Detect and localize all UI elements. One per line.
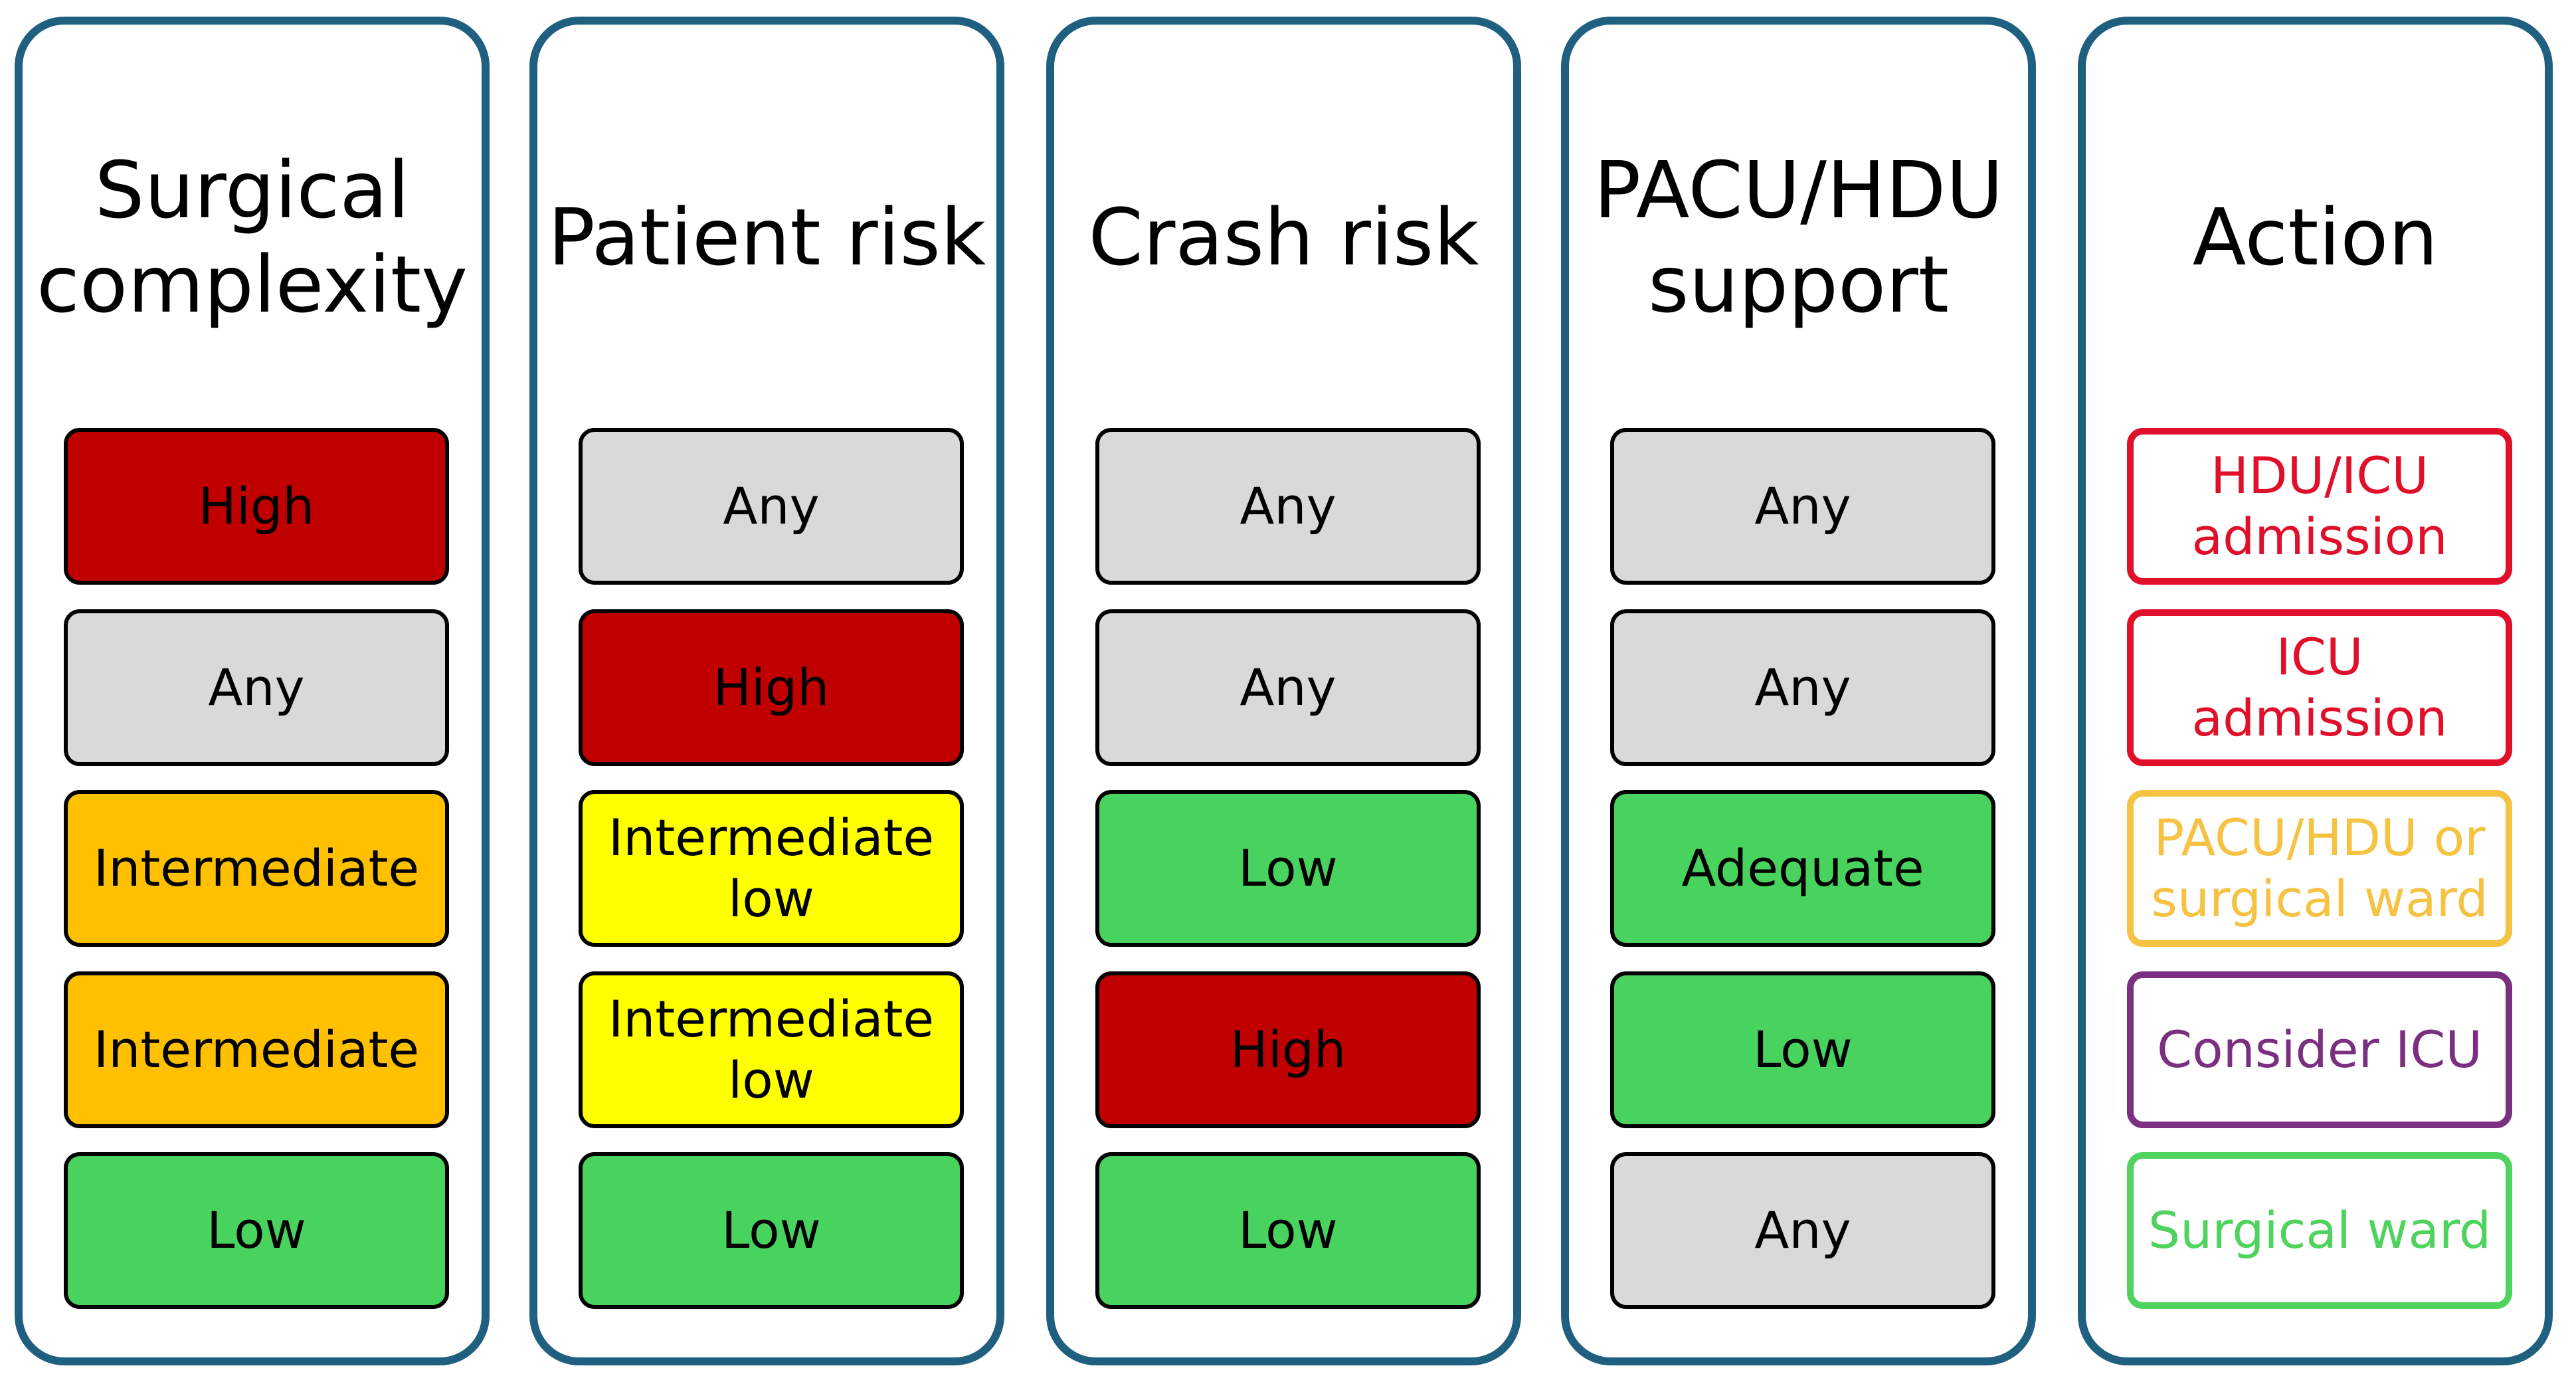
- cell: Any: [1610, 1152, 1995, 1309]
- column-title: Action: [2192, 191, 2438, 283]
- action-consider-icu: Consider ICU: [2127, 971, 2512, 1128]
- action-icu-admission: ICU admission: [2127, 609, 2512, 766]
- cell: Low: [579, 1152, 964, 1309]
- cell: Low: [64, 1152, 449, 1309]
- cell: Any: [1095, 609, 1481, 766]
- cell: Adequate: [1610, 790, 1995, 947]
- cell: Intermediate: [64, 790, 449, 947]
- action-surgical-ward: Surgical ward: [2127, 1152, 2512, 1309]
- column-pacu-hdu-support: PACU/HDU support Any Any Adequate Low An…: [1561, 17, 2036, 1365]
- cell: Any: [579, 428, 964, 585]
- action-pacu-hdu-or-surgical-ward: PACU/HDU or surgical ward: [2127, 790, 2512, 947]
- column-surgical-complexity: Surgical complexity High Any Intermediat…: [15, 17, 490, 1365]
- column-action: Action HDU/ICU admission ICU admission P…: [2078, 17, 2553, 1365]
- cell: High: [579, 609, 964, 766]
- cell: Low: [1610, 971, 1995, 1128]
- column-title: Crash risk: [1088, 191, 1479, 283]
- column-title: PACU/HDU support: [1594, 144, 2003, 330]
- cell: High: [1095, 971, 1481, 1128]
- cell: Intermediate low: [579, 971, 964, 1128]
- column-patient-risk: Patient risk Any High Intermediate low I…: [529, 17, 1004, 1365]
- cell: Any: [1610, 428, 1995, 585]
- action-hdu-icu-admission: HDU/ICU admission: [2127, 428, 2512, 585]
- column-crash-risk: Crash risk Any Any Low High Low: [1046, 17, 1521, 1365]
- cell: High: [64, 428, 449, 585]
- cell: Any: [1095, 428, 1481, 585]
- cell: Intermediate low: [579, 790, 964, 947]
- column-title: Patient risk: [547, 191, 986, 283]
- cell: Any: [1610, 609, 1995, 766]
- cell: Low: [1095, 790, 1481, 947]
- cell: Any: [64, 609, 449, 766]
- cell: Intermediate: [64, 971, 449, 1128]
- cell: Low: [1095, 1152, 1481, 1309]
- column-title: Surgical complexity: [37, 144, 468, 330]
